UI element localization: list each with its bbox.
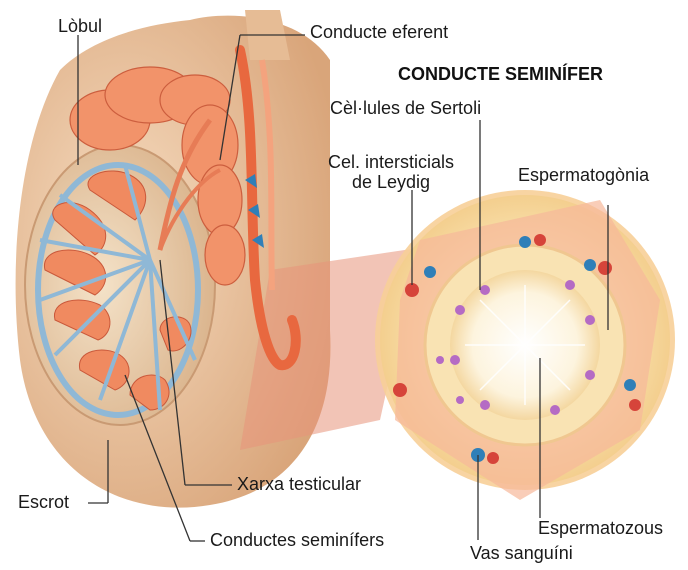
sperm-tails	[465, 285, 585, 405]
seminiferous-cross-section	[375, 190, 675, 500]
label-conductes-seminifers: Conductes seminífers	[210, 531, 384, 551]
label-lobul: Lòbul	[58, 17, 102, 37]
label-conducte-eferent: Conducte eferent	[310, 23, 448, 43]
label-espermatozous: Espermatozous	[538, 519, 663, 539]
label-vas-sanguini: Vas sanguíni	[470, 544, 573, 564]
label-leydig: Cel. intersticials de Leydig	[328, 153, 454, 193]
label-sertoli: Cèl·lules de Sertoli	[330, 99, 481, 119]
label-espermatogonia: Espermatogònia	[518, 166, 649, 186]
label-leydig-line2: de Leydig	[328, 173, 454, 193]
diagram-title: CONDUCTE SEMINÍFER	[398, 64, 603, 85]
label-escrot: Escrot	[18, 493, 69, 513]
label-xarxa-testicular: Xarxa testicular	[237, 475, 361, 495]
label-leydig-line1: Cel. intersticials	[328, 153, 454, 173]
